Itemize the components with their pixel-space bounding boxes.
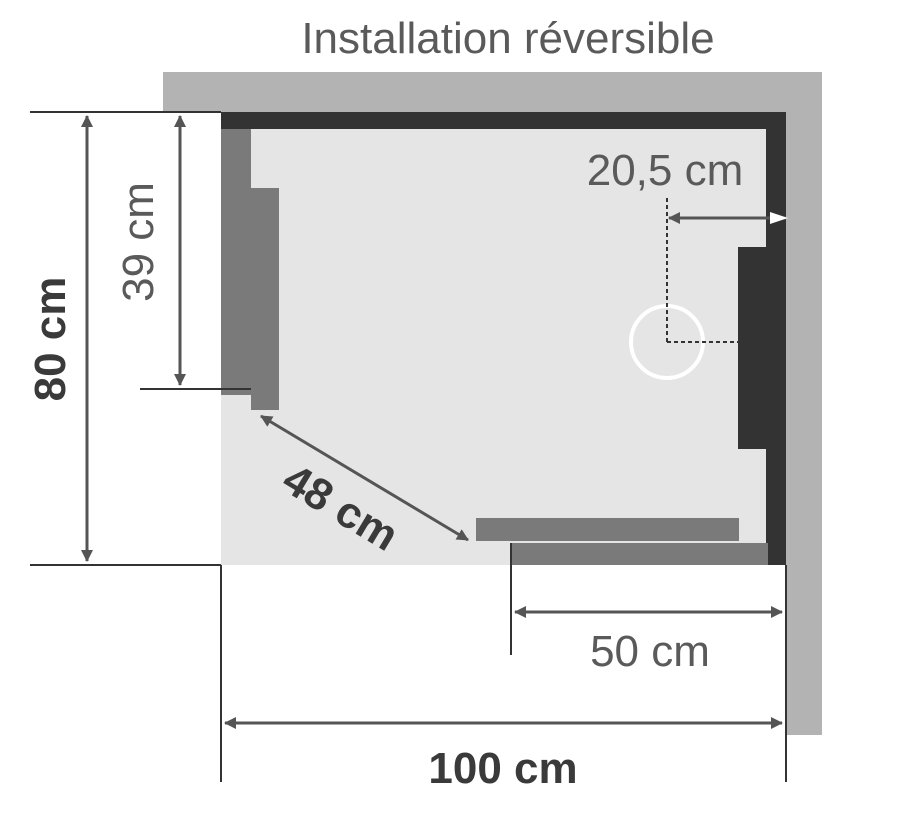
height-partial-label: 39 cm bbox=[114, 182, 163, 302]
drain-offset-white-arrow bbox=[770, 212, 788, 224]
right-fixed-panel bbox=[738, 247, 768, 449]
right-frame bbox=[766, 112, 786, 565]
height-total-label: 80 cm bbox=[26, 277, 75, 402]
diagram-title: Installation réversible bbox=[301, 14, 714, 63]
diagonal-line bbox=[260, 414, 469, 542]
front-fixed-panel bbox=[512, 543, 768, 565]
front-sliding-panel bbox=[476, 518, 739, 541]
front-opening-label: 50 cm bbox=[590, 627, 710, 676]
top-frame bbox=[221, 112, 786, 129]
left-fixed-panel bbox=[221, 129, 279, 410]
drain-offset-label: 20,5 cm bbox=[587, 146, 744, 195]
width-total-label: 100 cm bbox=[428, 744, 577, 793]
